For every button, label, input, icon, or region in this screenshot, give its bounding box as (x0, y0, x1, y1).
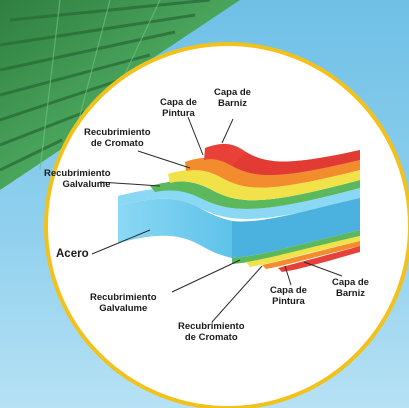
label-capa-barniz-bottom: Capa de Barniz (332, 277, 369, 299)
label-recubrimiento-cromato-bottom: Recubrimiento de Cromato (178, 321, 245, 343)
underside-pintura (262, 241, 360, 269)
acero-layer (118, 188, 360, 219)
label-recubrimiento-galvalume-top: Recubrimiento Galvalume (44, 168, 111, 190)
label-capa-pintura-bottom: Capa de Pintura (270, 285, 307, 307)
label-acero: Acero (56, 248, 89, 260)
acero-side (232, 198, 360, 258)
label-capa-barniz-top: Capa de Barniz (214, 87, 251, 109)
roof-sheet-photo (0, 0, 240, 190)
cromato-layer (168, 169, 360, 201)
label-recubrimiento-galvalume-bottom: Recubrimiento Galvalume (90, 292, 157, 314)
underside-cromato (246, 236, 360, 267)
underside-galvalume (232, 230, 360, 264)
pintura-layer (185, 157, 360, 188)
layered-sheet-illustration (118, 143, 360, 272)
label-capa-pintura-top: Capa de Pintura (160, 97, 197, 119)
galvalume-layer (150, 180, 360, 209)
barniz-layer (204, 143, 360, 176)
underside-barniz (278, 246, 360, 272)
acero-front (118, 198, 232, 258)
leader-lines (91, 116, 343, 323)
label-recubrimiento-cromato-top: Recubrimiento de Cromato (84, 127, 151, 149)
